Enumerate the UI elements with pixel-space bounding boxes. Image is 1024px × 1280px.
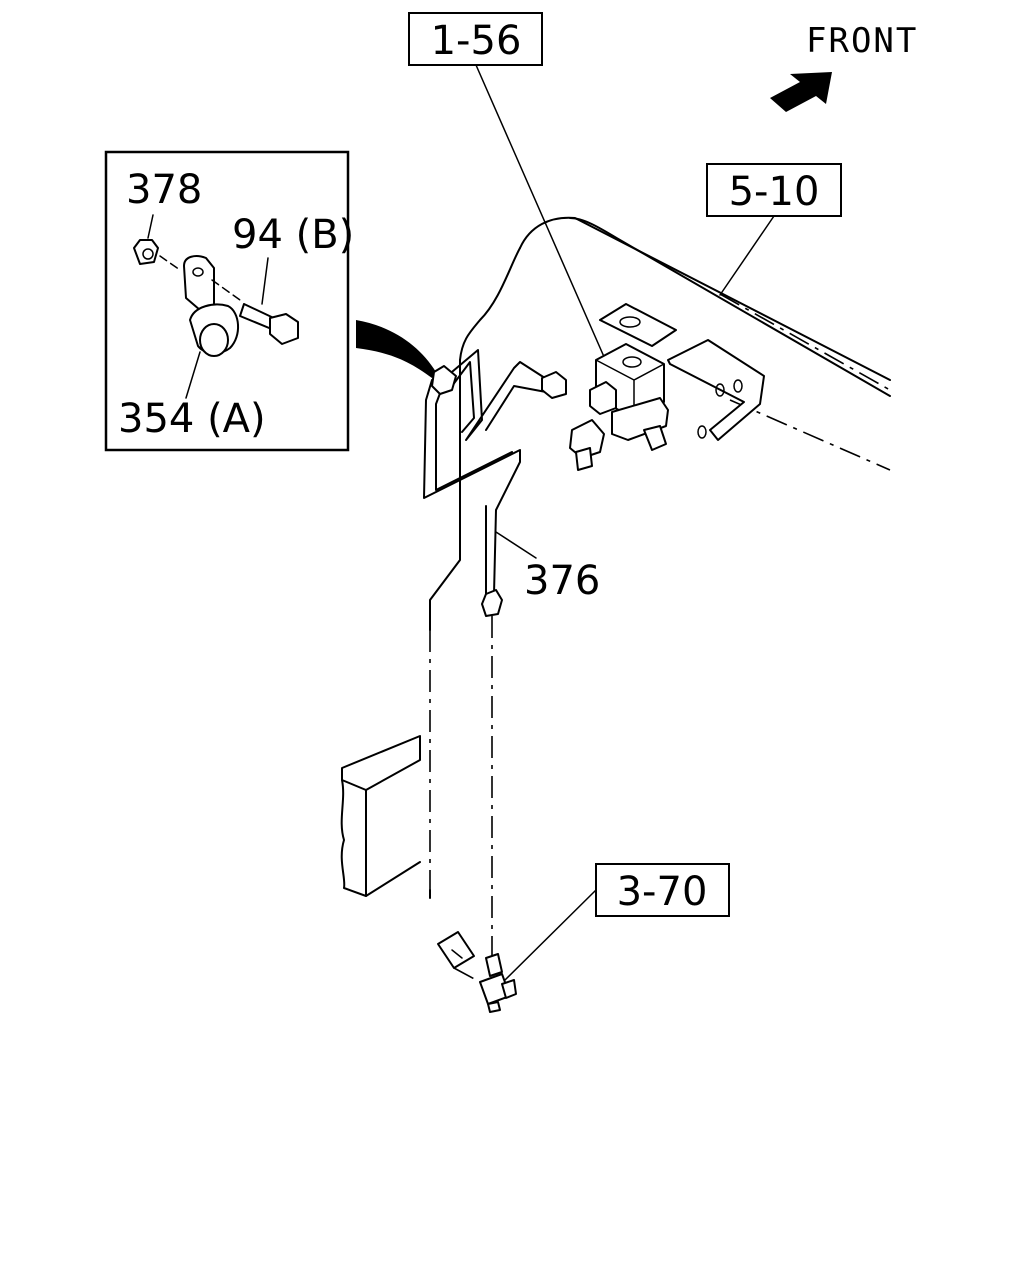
pointer-arrow-icon bbox=[356, 320, 436, 378]
part-label-354a: 354 (A) bbox=[118, 396, 266, 442]
chassis-member bbox=[340, 359, 461, 899]
ref-box-5-10[interactable]: 5-10 bbox=[706, 163, 842, 217]
part-label-376: 376 bbox=[524, 558, 600, 604]
part-label-94b: 94 (B) bbox=[232, 212, 354, 258]
front-arrow-icon bbox=[770, 72, 832, 112]
part-label-378: 378 bbox=[126, 167, 202, 213]
ref-box-1-56[interactable]: 1-56 bbox=[408, 12, 543, 66]
ref-box-5-10-label: 5-10 bbox=[729, 169, 820, 215]
clip-icon bbox=[183, 255, 239, 357]
fitting-assembly[interactable] bbox=[437, 931, 517, 1013]
detail-inset: 378 94 (B) 354 (A) bbox=[104, 150, 354, 452]
valve-assembly[interactable] bbox=[569, 303, 765, 471]
ref-box-1-56-label: 1-56 bbox=[431, 18, 522, 64]
bolt-icon bbox=[239, 303, 299, 345]
nut-icon bbox=[133, 239, 159, 265]
front-label: FRONT bbox=[806, 21, 918, 61]
brake-pipe[interactable] bbox=[423, 349, 567, 617]
ref-box-3-70[interactable]: 3-70 bbox=[595, 863, 730, 917]
ref-box-3-70-label: 3-70 bbox=[617, 869, 708, 915]
frame-rail bbox=[459, 216, 891, 471]
